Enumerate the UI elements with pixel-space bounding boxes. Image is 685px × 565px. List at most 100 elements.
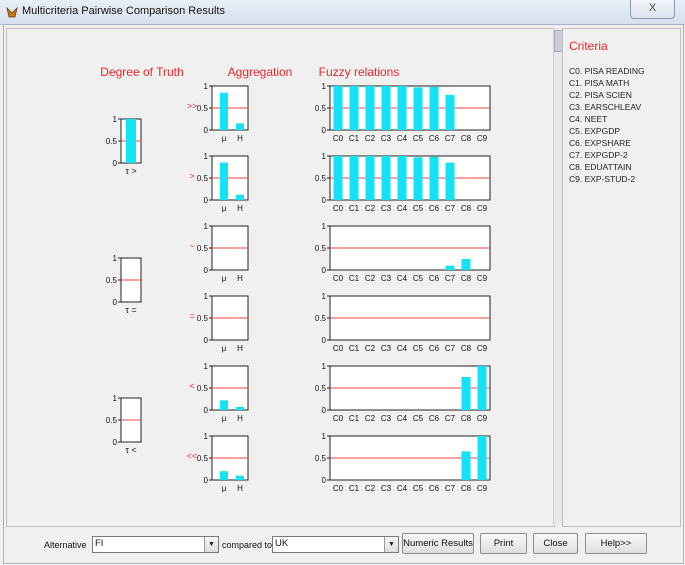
fuzzy-x-label: C8 [461, 204, 472, 213]
fuzzy-x-label: C1 [349, 134, 360, 143]
fuzzy-x-label: C9 [477, 414, 488, 423]
aggregation-x-label: μ [222, 484, 227, 493]
aggregation-x-label: μ [222, 134, 227, 143]
criteria-panel: Criteria C0. PISA READING C1. PISA MATH … [562, 28, 681, 527]
fuzzy-x-label: C6 [429, 134, 440, 143]
chevron-down-icon[interactable]: ▼ [384, 537, 398, 552]
numeric-results-button[interactable]: Numeric Results [402, 533, 474, 554]
aggregation-bar [236, 406, 244, 410]
fuzzy-bar [349, 156, 359, 200]
fuzzy-x-label: C8 [461, 484, 472, 493]
fuzzy-x-label: C0 [333, 204, 344, 213]
aggregation-x-label: μ [222, 204, 227, 213]
aggregation-y-tick-label: 0 [204, 196, 209, 205]
fuzzy-x-label: C8 [461, 274, 472, 283]
truth-y-tick-label: 1 [113, 115, 118, 124]
aggregation-y-tick-label: 1 [204, 152, 209, 161]
fuzzy-bar [381, 86, 391, 130]
compared-to-select[interactable]: UK ▼ [272, 536, 399, 553]
aggregation-y-tick-label: 1 [204, 362, 209, 371]
window-title: Multicriteria Pairwise Comparison Result… [22, 5, 225, 17]
aggregation-bar [220, 92, 228, 130]
fuzzy-bar [397, 86, 407, 130]
criteria-item: C0. PISA READING [569, 66, 645, 76]
aggregation-y-tick-label: 0.5 [197, 454, 209, 463]
fuzzy-x-label: C1 [349, 414, 360, 423]
fuzzy-y-tick-label: 0.5 [315, 174, 327, 183]
aggregation-y-tick-label: 0.5 [197, 174, 209, 183]
aggregation-y-tick-label: 1 [204, 432, 209, 441]
fuzzy-y-tick-label: 1 [322, 152, 327, 161]
compared-to-label: compared to [222, 540, 273, 550]
fuzzy-x-label: C0 [333, 134, 344, 143]
criteria-item: C3. EARSCHLEAV [569, 102, 642, 112]
print-button[interactable]: Print [480, 533, 527, 554]
fuzzy-y-tick-label: 0 [322, 336, 327, 345]
fuzzy-x-label: C7 [445, 274, 456, 283]
fuzzy-y-tick-label: 1 [322, 362, 327, 371]
aggregation-y-tick-label: 0 [204, 406, 209, 415]
fuzzy-x-label: C7 [445, 344, 456, 353]
fuzzy-x-label: C7 [445, 484, 456, 493]
fuzzy-y-tick-label: 0 [322, 476, 327, 485]
truth-y-tick-label: 0 [113, 438, 118, 447]
fuzzy-bar [333, 156, 343, 200]
compared-to-value: UK [275, 538, 289, 549]
truth-y-tick-label: 1 [113, 394, 118, 403]
fuzzy-x-label: C9 [477, 344, 488, 353]
fuzzy-x-label: C3 [381, 274, 392, 283]
fuzzy-x-label: C4 [397, 134, 408, 143]
fuzzy-y-tick-label: 1 [322, 292, 327, 301]
aggregation-y-tick-label: 0.5 [197, 244, 209, 253]
window-close-button[interactable]: X [630, 0, 675, 19]
relation-symbol: << [187, 451, 198, 461]
fuzzy-x-label: C8 [461, 414, 472, 423]
fuzzy-x-label: C1 [349, 484, 360, 493]
aggregation-bar [236, 475, 244, 480]
aggregation-x-label: H [237, 344, 243, 353]
truth-y-tick-label: 0.5 [106, 416, 118, 425]
fuzzy-bar [461, 377, 471, 410]
aggregation-y-tick-label: 0.5 [197, 314, 209, 323]
bottom-toolbar: Alternative FI ▼ compared to UK ▼ Numeri… [6, 531, 679, 559]
aggregation-x-label: H [237, 204, 243, 213]
vertical-scrollbar[interactable] [553, 28, 563, 525]
fuzzy-bar [445, 162, 455, 200]
relation-symbol: ~ [189, 241, 194, 251]
fuzzy-y-tick-label: 0 [322, 266, 327, 275]
alternative-value: FI [95, 538, 104, 549]
aggregation-x-label: H [237, 484, 243, 493]
fuzzy-x-label: C5 [413, 414, 424, 423]
fuzzy-x-label: C4 [397, 414, 408, 423]
fuzzy-x-label: C3 [381, 484, 392, 493]
close-button[interactable]: Close [533, 533, 578, 554]
fuzzy-x-label: C6 [429, 484, 440, 493]
fuzzy-x-label: C2 [365, 484, 376, 493]
fuzzy-x-label: C5 [413, 274, 424, 283]
fuzzy-bar [461, 451, 471, 480]
fuzzy-x-label: C2 [365, 274, 376, 283]
aggregation-bar [236, 123, 244, 130]
relation-symbol: >> [187, 101, 198, 111]
fuzzy-bar [397, 156, 407, 200]
fuzzy-y-tick-label: 0.5 [315, 314, 327, 323]
comparison-charts: Degree of Truth Aggregation Fuzzy relati… [100, 65, 491, 493]
chevron-down-icon[interactable]: ▼ [204, 537, 218, 552]
header-fuzzy-relations: Fuzzy relations [319, 65, 400, 79]
truth-x-label: τ < [125, 445, 136, 455]
help-button[interactable]: Help>> [585, 533, 647, 554]
aggregation-y-tick-label: 0.5 [197, 104, 209, 113]
truth-y-tick-label: 0 [113, 159, 118, 168]
aggregation-y-tick-label: 1 [204, 222, 209, 231]
criteria-item: C4. NEET [569, 114, 608, 124]
fuzzy-x-label: C4 [397, 204, 408, 213]
fuzzy-y-tick-label: 0 [322, 406, 327, 415]
fuzzy-x-label: C3 [381, 204, 392, 213]
alternative-select[interactable]: FI ▼ [92, 536, 219, 553]
fuzzy-bar [413, 157, 423, 200]
fuzzy-x-label: C0 [333, 484, 344, 493]
fuzzy-x-label: C5 [413, 344, 424, 353]
fuzzy-bar [461, 259, 471, 270]
fuzzy-x-label: C7 [445, 204, 456, 213]
criteria-title: Criteria [569, 39, 608, 53]
